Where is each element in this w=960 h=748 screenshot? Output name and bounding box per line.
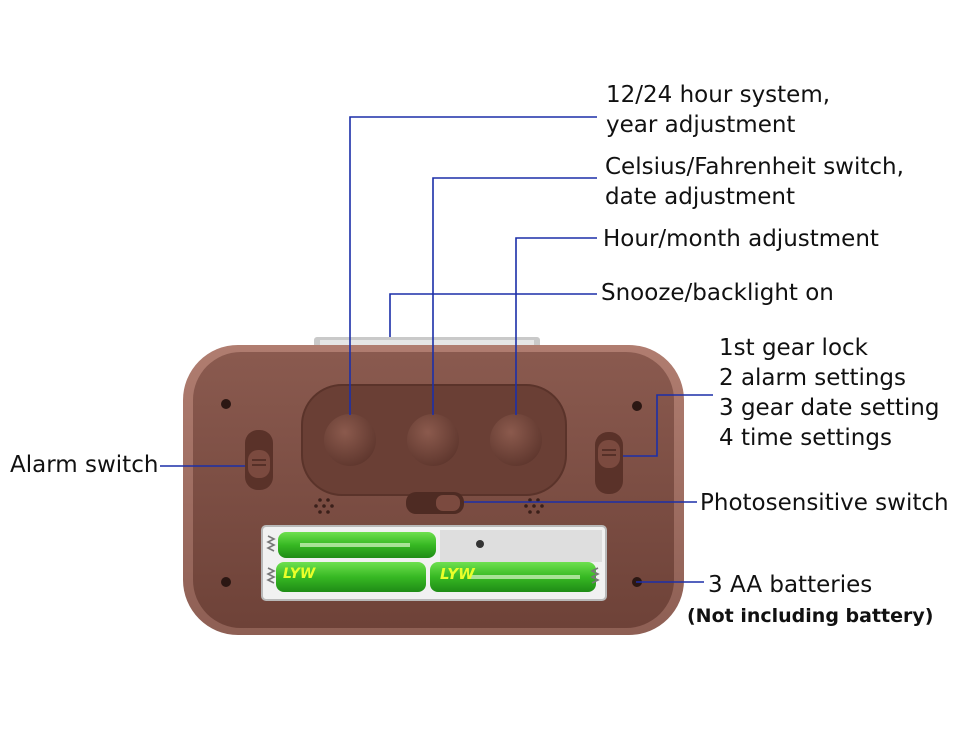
label-photosensitive: Photosensitive switch: [700, 490, 949, 516]
photosensitive-switch: [406, 492, 464, 514]
leader-celsius: [432, 177, 597, 415]
label-gear-2: 2 alarm settings: [719, 365, 907, 391]
label-gear-3: 3 gear date setting: [719, 395, 940, 421]
leader-gear: [623, 394, 713, 457]
battery-brand-2: LYW: [440, 565, 476, 583]
date-button: [407, 414, 459, 466]
label-gear: 1st gear lock 2 alarm settings 3 gear da…: [719, 333, 939, 453]
label-hour-system-line2: year adjustment: [606, 112, 796, 138]
leader-hour-month: [515, 237, 597, 415]
label-alarm-switch: Alarm switch: [10, 452, 159, 478]
buttons: [324, 414, 542, 466]
alarm-switch: [245, 430, 273, 490]
label-celsius-line1: Celsius/Fahrenheit switch,: [605, 154, 904, 180]
battery-brand-1: LYW: [283, 566, 316, 582]
label-gear-1: 1st gear lock: [719, 335, 868, 361]
speaker-holes: [314, 498, 544, 514]
label-gear-4: 4 time settings: [719, 425, 892, 451]
label-hour-month: Hour/month adjustment: [603, 226, 879, 252]
label-celsius-line2: date adjustment: [605, 184, 795, 210]
month-button: [490, 414, 542, 466]
year-button: [324, 414, 376, 466]
label-battery-note: (Not including battery): [687, 605, 934, 627]
leader-snooze: [389, 293, 597, 337]
label-hour-system-line1: 12/24 hour system,: [606, 82, 831, 108]
battery-compartment: [261, 525, 607, 601]
leader-hour-system: [349, 116, 597, 415]
label-celsius: Celsius/Fahrenheit switch, date adjustme…: [605, 152, 904, 212]
label-batteries: 3 AA batteries: [708, 572, 873, 598]
label-snooze: Snooze/backlight on: [601, 280, 834, 306]
leader-lines: [160, 116, 713, 583]
label-hour-system: 12/24 hour system, year adjustment: [606, 80, 830, 140]
mode-switch: [595, 432, 623, 494]
